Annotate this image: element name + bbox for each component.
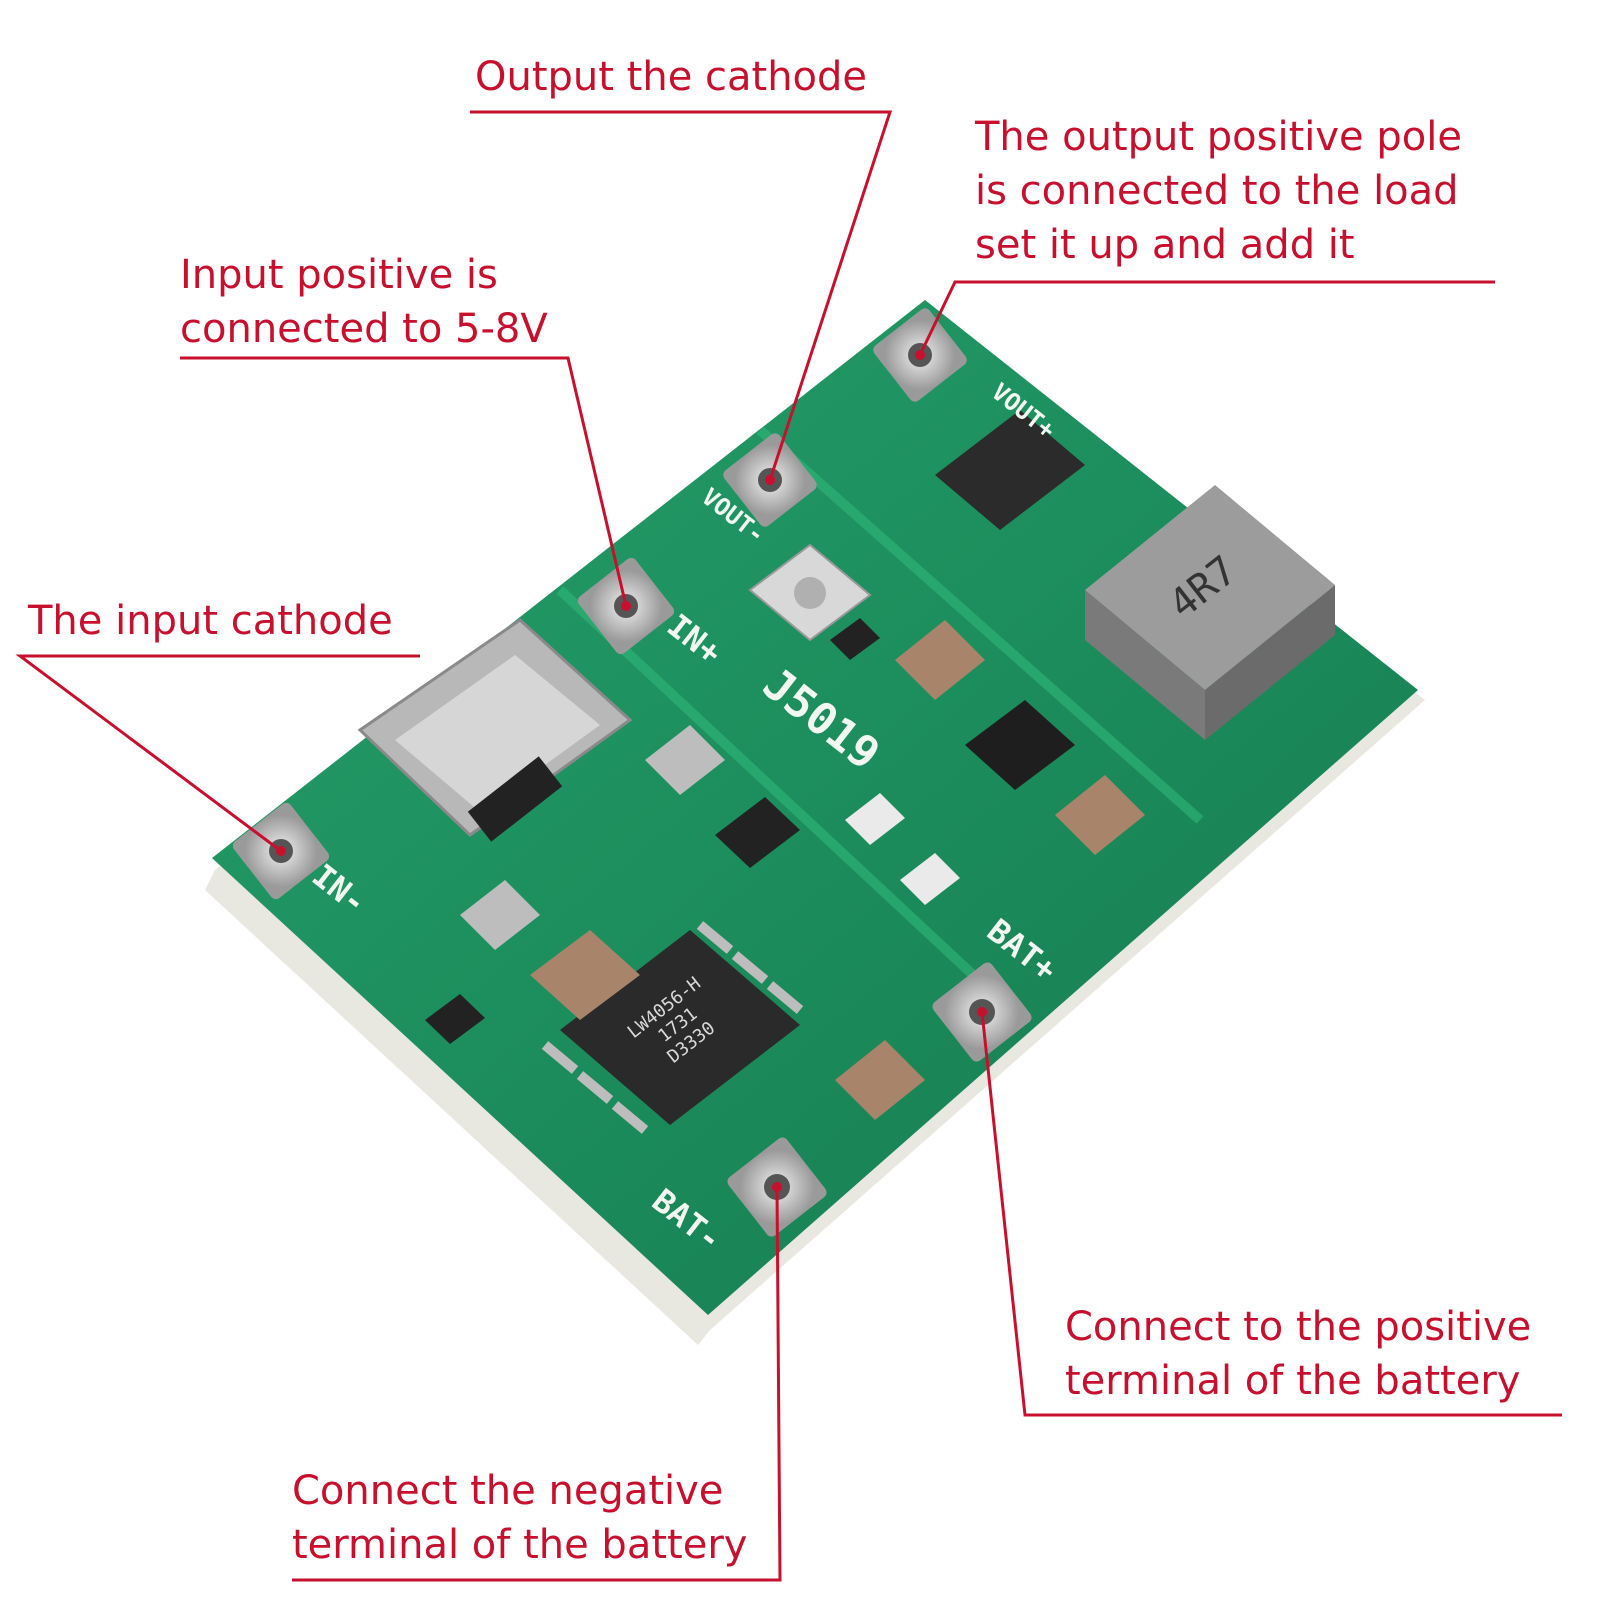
smd-resistor (830, 618, 880, 660)
smd-resistor (425, 994, 485, 1044)
leader-dots (276, 350, 987, 1192)
annotation-line: Connect to the positive (1065, 1304, 1532, 1350)
capacitor (895, 620, 985, 700)
charger-ic: LW4056-H 1731 D3330 (541, 921, 804, 1134)
annotation-line: The input cathode (28, 598, 393, 644)
smd-pad (460, 880, 540, 950)
leader-input-cathode (15, 654, 420, 853)
leader-output-positive (918, 280, 1495, 356)
annotation-input-positive: Input positive is connected to 5-8V (180, 248, 548, 356)
leader-battery-positive (980, 1011, 1562, 1417)
smd-resistor (715, 797, 800, 868)
annotation-line: Connect the negative (292, 1468, 724, 1514)
annotation-line: set it up and add it (975, 222, 1355, 268)
annotation-battery-negative: Connect the negative terminal of the bat… (292, 1464, 747, 1572)
boost-ic (965, 700, 1075, 790)
leader-lines (15, 110, 1562, 1582)
annotation-line: terminal of the battery (1065, 1358, 1521, 1404)
smd-led (900, 853, 960, 905)
capacitor (1055, 775, 1145, 855)
capacitor (835, 1040, 925, 1120)
leader-input-positive (180, 356, 628, 607)
annotation-line: Output the cathode (475, 54, 868, 100)
annotation-output-cathode: Output the cathode (475, 50, 867, 104)
annotation-battery-positive: Connect to the positive terminal of the … (1065, 1300, 1531, 1408)
inductor: 4R7 (1085, 485, 1335, 740)
schottky-diode (935, 410, 1085, 530)
annotation-line: connected to 5-8V (180, 306, 548, 352)
pcb-trace (756, 426, 1204, 824)
annotation-line: Input positive is (180, 252, 498, 298)
annotation-line: is connected to the load (975, 168, 1459, 214)
annotation-input-cathode: The input cathode (28, 594, 393, 648)
leader-battery-negative (292, 1186, 782, 1582)
leader-output-cathode (470, 110, 893, 481)
pcb-board (212, 300, 1418, 1315)
smd-pad (645, 725, 725, 795)
annotation-line: terminal of the battery (292, 1522, 748, 1568)
potentiometer (748, 543, 872, 642)
annotation-output-positive: The output positive pole is connected to… (975, 110, 1462, 272)
annotation-line: The output positive pole (975, 114, 1462, 160)
smd-led (845, 793, 905, 845)
capacitor (530, 930, 640, 1020)
pcb-trace (556, 586, 1004, 1004)
micro-usb-connector (357, 618, 633, 842)
